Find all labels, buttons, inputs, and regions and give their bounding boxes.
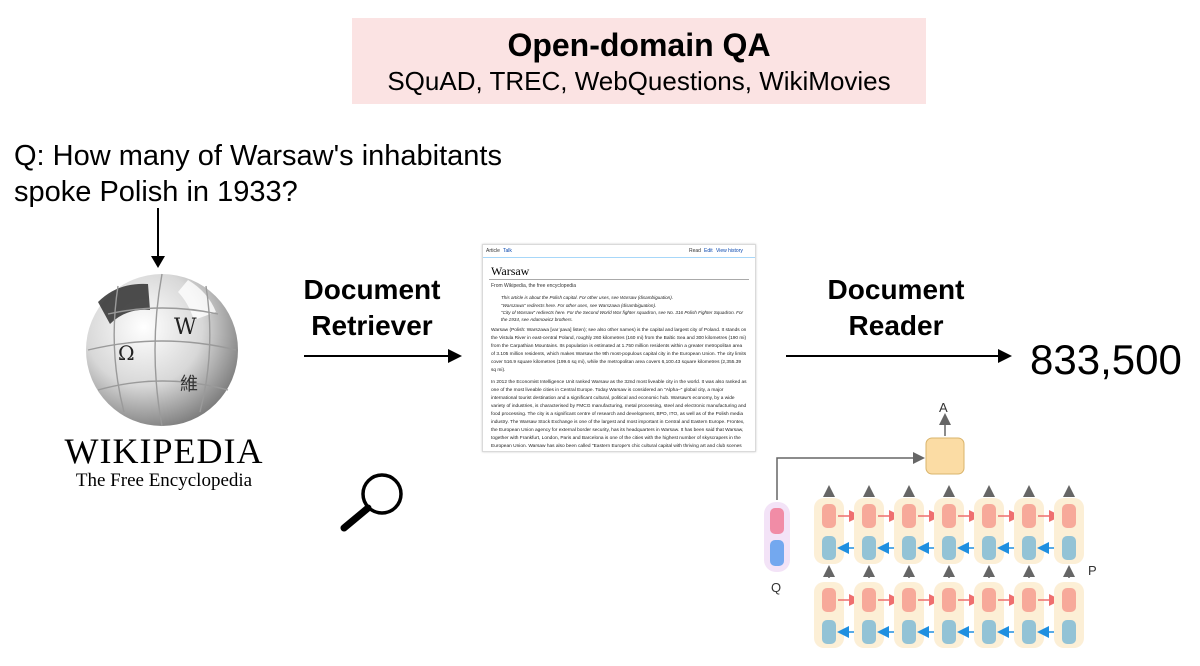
hatnote: This article is about the Polish capital… <box>501 295 674 300</box>
retriever-label-line-1: Document <box>303 274 441 305</box>
wikipedia-globe-icon: W Ω 維 <box>86 273 238 427</box>
tab-read[interactable]: Read <box>689 248 701 254</box>
question-label: Q <box>771 580 781 595</box>
passage-group <box>1014 582 1044 648</box>
wikipedia-tagline: The Free Encyclopedia <box>75 470 253 491</box>
backward-cell <box>1022 536 1036 560</box>
down-arrow-icon <box>151 208 165 268</box>
question-cell-bottom <box>770 540 784 566</box>
question-line-1: Q: How many of Warsaw's inhabitants <box>14 140 502 172</box>
globe-glyph-omega: Ω <box>118 341 135 365</box>
backward-cell <box>942 536 956 560</box>
forward-cell <box>902 588 916 612</box>
forward-cell <box>822 504 836 528</box>
backward-cell <box>822 536 836 560</box>
output-box <box>925 437 965 475</box>
passage-group <box>854 498 884 564</box>
retriever-label-line-2: Retriever <box>311 310 433 341</box>
passage-group <box>814 582 844 648</box>
backward-cell <box>982 536 996 560</box>
forward-cell <box>1022 504 1036 528</box>
forward-cell <box>1022 588 1036 612</box>
passage-group <box>814 498 844 564</box>
hatnote: "Warszawa" redirects here. For other use… <box>501 302 657 308</box>
wikipedia-wordmark: WIKIPEDIA <box>64 431 264 471</box>
backward-cell <box>862 536 876 560</box>
backward-cell <box>1022 620 1036 644</box>
forward-cell <box>982 504 996 528</box>
forward-cell <box>862 504 876 528</box>
article-tabs: Article Talk Read Edit View history <box>483 245 755 258</box>
forward-cell <box>902 504 916 528</box>
forward-cell <box>862 588 876 612</box>
question-cell-top <box>770 508 784 534</box>
passage-group <box>934 498 964 564</box>
article-paragraph-2: In 2012 the Economist Intelligence Unit … <box>491 380 747 450</box>
passage-label: P <box>1088 563 1097 578</box>
article-source: From Wikipedia, the free encyclopedia <box>491 283 577 289</box>
forward-cell <box>1062 504 1076 528</box>
reader-model-diagram: A Q P <box>764 400 1097 648</box>
forward-cell <box>982 588 996 612</box>
forward-cell <box>1062 588 1076 612</box>
passage-group <box>1014 498 1044 564</box>
backward-cell <box>862 620 876 644</box>
globe-glyph-w: W <box>174 315 197 340</box>
wikipedia-article: Article Talk Read Edit View history Wars… <box>482 244 756 452</box>
tab-talk[interactable]: Talk <box>503 248 512 254</box>
reader-label: Document Reader <box>806 272 986 344</box>
title-banner: Open-domain QA SQuAD, TREC, WebQuestions… <box>352 18 926 104</box>
reader-label-line-1: Document <box>827 274 965 305</box>
article-paragraph-1: Warsaw (Polish: Warszawa [varˈʂava] list… <box>491 328 747 374</box>
search-icon <box>340 473 403 532</box>
passage-group <box>934 582 964 648</box>
question-line-2: spoke Polish in 1933? <box>14 176 298 208</box>
passage-group <box>974 498 1004 564</box>
backward-cell <box>1062 536 1076 560</box>
passage-group <box>854 582 884 648</box>
backward-cell <box>942 620 956 644</box>
output-label: A <box>939 400 948 415</box>
title: Open-domain QA <box>507 27 771 63</box>
retriever-arrow-icon <box>304 349 462 363</box>
article-title: Warsaw <box>489 258 749 280</box>
forward-cell <box>942 588 956 612</box>
hatnote: "City of Warsaw" redirects here. For the… <box>501 310 744 322</box>
retriever-label: Document Retriever <box>282 272 462 344</box>
backward-cell <box>822 620 836 644</box>
dataset-list: SQuAD, TREC, WebQuestions, WikiMovies <box>387 66 891 96</box>
tab-article[interactable]: Article <box>486 248 500 254</box>
passage-group <box>1054 582 1084 648</box>
tab-edit[interactable]: Edit <box>704 248 713 254</box>
reader-arrow-icon <box>786 349 1012 363</box>
passage-group <box>894 498 924 564</box>
backward-cell <box>902 620 916 644</box>
reader-label-line-2: Reader <box>848 310 944 341</box>
question-arrow <box>776 452 925 500</box>
globe-glyph-wei: 維 <box>180 374 198 395</box>
question-text: Q: How many of Warsaw's inhabitants spok… <box>14 138 554 210</box>
backward-cell <box>982 620 996 644</box>
tab-history[interactable]: View history <box>716 248 743 254</box>
answer-text: 833,500 <box>1030 336 1182 383</box>
forward-cell <box>942 504 956 528</box>
backward-cell <box>902 536 916 560</box>
backward-cell <box>1062 620 1076 644</box>
passage-group <box>1054 498 1084 564</box>
passage-group <box>894 582 924 648</box>
passage-group <box>974 582 1004 648</box>
forward-cell <box>822 588 836 612</box>
